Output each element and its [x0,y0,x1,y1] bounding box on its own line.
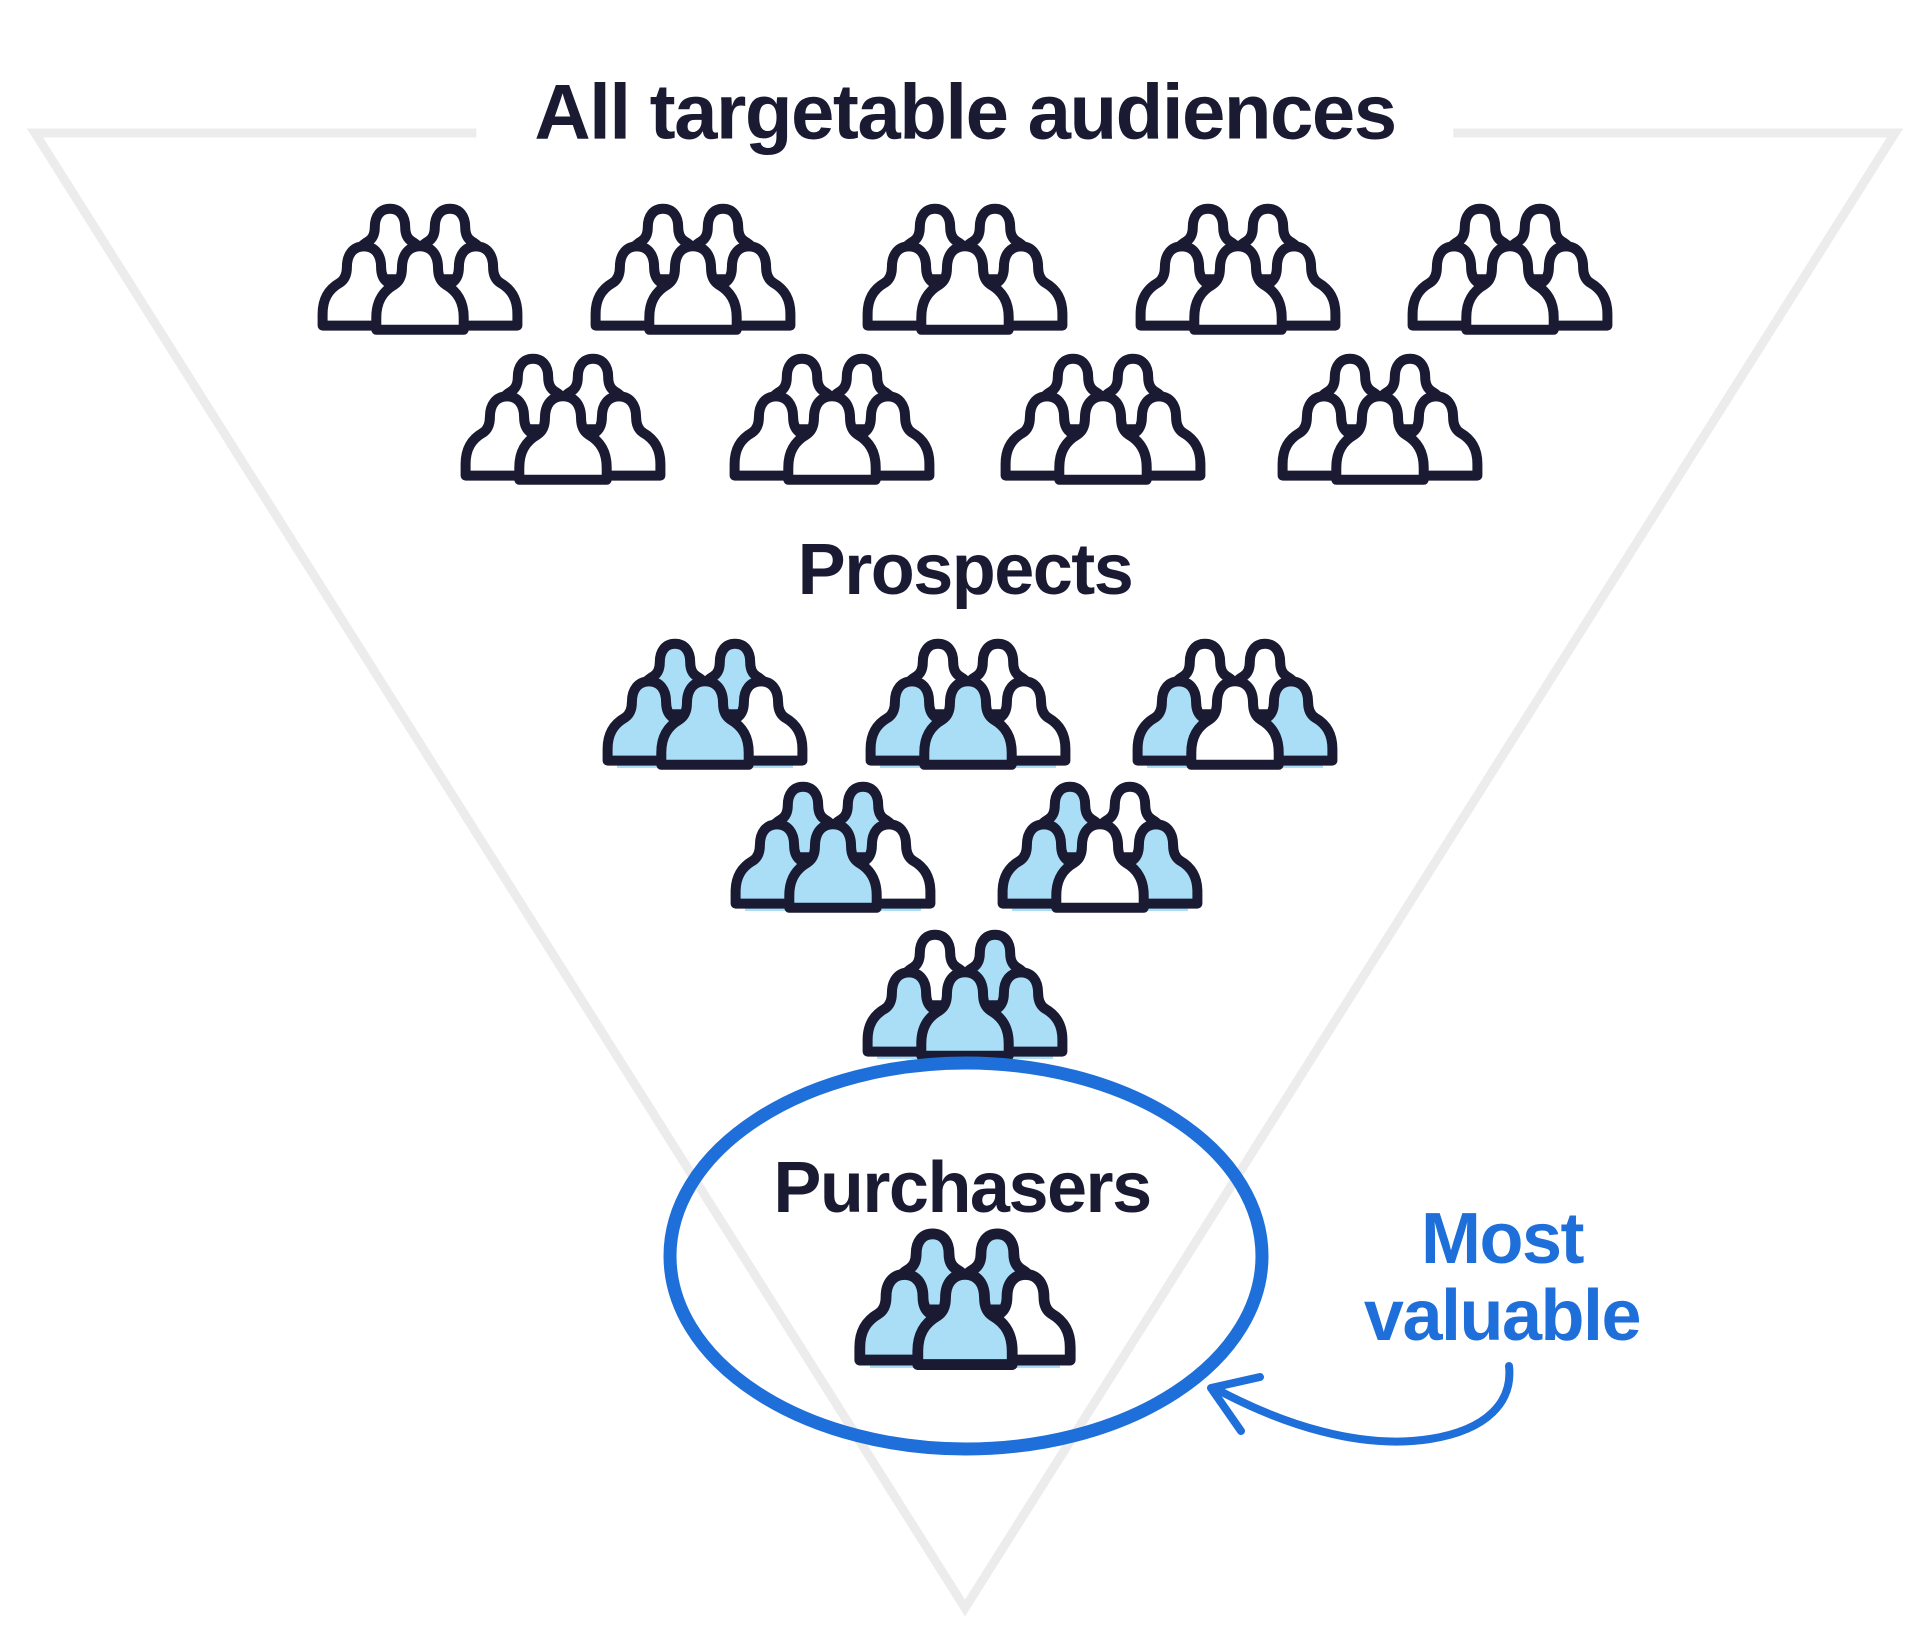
person-icon [1051,819,1149,913]
people-group-icon [854,1228,1076,1370]
people-group-icon [1132,638,1338,770]
person-icon [916,967,1014,1061]
purchasers-ellipse [663,1056,1269,1456]
person-icon [919,676,1017,770]
person-icon [1461,241,1559,335]
audience-group-icon [1135,203,1341,335]
audience-group-icon [317,203,523,335]
audience-group-icon [729,353,935,485]
person-icon [514,391,612,485]
person-icon [644,241,742,335]
people-group-icon [997,781,1203,913]
person-icon [656,676,754,770]
most-valuable-label: Most valuable [1363,1199,1642,1356]
audience-group-icon [1277,353,1483,485]
people-group-icon [865,638,1071,770]
audience-group-icon [460,353,666,485]
callout-arrow [1214,1362,1514,1446]
people-group-icon [862,929,1068,1061]
person-icon [1054,391,1152,485]
audience-group-icon [1000,353,1206,485]
people-group-icon [730,781,936,913]
funnel-outline [26,128,1904,1617]
person-icon [912,1268,1018,1370]
prospects-label: Prospects [797,530,1134,610]
audience-group-icon [590,203,796,335]
person-icon [784,819,882,913]
person-icon [371,241,469,335]
purchasers-label: Purchasers [773,1148,1152,1228]
person-icon [1189,241,1287,335]
person-icon [1331,391,1429,485]
callout-arrowhead-icon [1207,1373,1264,1435]
people-group-icon [602,638,808,770]
audience-group-icon [1407,203,1613,335]
audience-group-icon [862,203,1068,335]
person-icon [783,391,881,485]
person-icon [916,241,1014,335]
person-icon [1186,676,1284,770]
all-targetable-audiences-label: All targetable audiences [476,56,1454,168]
